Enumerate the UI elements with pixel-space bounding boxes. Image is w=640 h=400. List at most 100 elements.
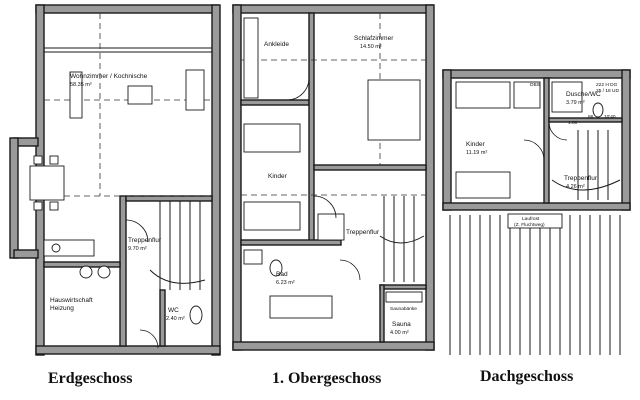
attic-desk [513,81,541,109]
attic-top-note: 222 H DG 25 / 18 UD [596,82,619,94]
upper-wall-ankleide [240,99,310,106]
attic-eaves-label: Laufrost (Z. Fluchtweg) [514,216,545,228]
attic-bed-1 [455,81,511,109]
ground-utility-label-line2: Heizung [50,305,74,312]
attic-eaves-label-line2: (Z. Fluchtweg) [514,222,545,228]
attic-bed-2 [455,171,511,199]
ground-bay-side [9,137,19,259]
upper-stair [379,196,425,282]
ground-dining-table [29,165,65,201]
ground-living-label: Wohnzimmer / Kochnische [70,73,148,80]
attic-eaves-label-line1: Laufrost [522,216,540,222]
attic-shower-label: Dusche/WC [566,91,601,98]
upper-door-3 [339,259,361,281]
upper-bed-master [367,79,421,141]
attic-stair-area: 4.26 m² [566,184,585,190]
upper-sauna-bench-label: Saunabänke [390,306,417,312]
ground-washer [79,265,93,279]
attic-wall-shower [548,117,623,123]
upper-bedroom-label: Schlafzimmer [354,35,394,42]
upper-toilet [269,259,283,277]
attic-wall-right [621,69,631,211]
attic-door-1 [523,139,545,161]
ground-bay-lower [13,249,39,259]
upper-wall-right [425,4,435,351]
attic-shower-area: 3.79 m² [566,100,585,106]
ground-wc-label: WC [168,307,179,314]
attic-toilet [592,102,604,118]
attic-roof-slats [449,215,621,355]
upper-kids-label: Kinder [268,173,288,180]
attic-floor-plan: DBS 222 H DG 25 / 18 UD 86 10'40 1.80 Ki… [442,69,631,355]
ground-door-2 [139,329,159,349]
ground-sink [51,243,61,253]
ground-sofa-1 [69,71,83,119]
upper-sauna-label: Sauna [392,321,411,328]
attic-eaves-box [507,213,563,229]
upper-wardrobe [243,17,259,99]
ground-door-1 [125,219,149,243]
ground-stair-label: Treppenflur [128,237,162,244]
upper-bath-label: Bad [276,271,288,278]
ground-chair-1 [33,155,43,165]
ground-sofa-2 [185,69,205,111]
ground-living-area: 58.35 m² [70,82,92,88]
upper-dressing-label: Ankleide [264,41,289,48]
upper-wall-top [232,4,434,14]
caption-ground-floor: Erdgeschoss [48,370,133,387]
attic-wall-top [442,69,631,79]
ground-chair-4 [49,201,59,211]
attic-eaves-sign: DBS [530,82,540,88]
upper-wall-left [232,4,242,351]
ground-armchair [127,85,153,105]
upper-wall-bottom [232,341,435,351]
upper-washbasin [243,249,263,265]
ground-wall-bottom [35,345,221,355]
upper-wall-mid-v [308,12,315,244]
ground-wall-interior-3 [125,195,213,202]
attic-kids-area: 11.19 m² [466,150,487,156]
upper-bath-area: 6.23 m² [276,280,295,286]
attic-shower-tray [551,81,583,113]
attic-wall-bottom [442,202,631,211]
ground-wall-top [35,4,219,14]
ground-wc-area: 2.40 m² [166,316,185,322]
upper-wall-kinder-bad [240,239,342,246]
ground-wall-right [211,4,221,356]
ground-kitchen-counter [43,239,95,257]
ground-utility-label-line1: Hauswirtschaft [50,297,93,304]
upper-bed-kids-2 [243,201,301,231]
upper-bedroom-area: 14.50 m² [360,44,382,50]
upper-shower [317,213,345,241]
upper-sauna-area: 4.00 m² [390,330,409,336]
upper-door-1 [286,77,310,101]
caption-upper-floor: 1. Obergeschoss [272,370,382,387]
ground-terrace [43,47,213,53]
attic-stair [551,130,621,200]
upper-wall-bedroom [313,164,427,171]
ground-utility-label: Hauswirtschaft Heizung [50,297,94,312]
ground-wall-interior-4 [159,289,166,347]
attic-door-2 [548,121,568,141]
ground-chair-2 [49,155,59,165]
upper-wall-sauna-v [379,284,385,343]
attic-top-note-line1: 222 H DG [596,82,618,88]
attic-dim-1: 86 [588,114,594,120]
upper-sauna-bench [385,291,423,303]
ground-toilet [189,305,203,325]
ground-chair-3 [33,201,43,211]
attic-stair-label: Treppenflur [564,175,598,182]
ground-stair [149,201,206,290]
ground-dryer [97,265,111,279]
ground-floor-plan: Wohnzimmer / Kochnische 58.35 m² Treppen… [9,4,221,356]
ground-wall-interior-2 [43,261,121,268]
upper-floor-plan: Ankleide Schlafzimmer 14.50 m² Kinder Tr… [232,4,435,351]
attic-kids-label: Kinder [466,141,486,148]
attic-dim-3: 1.80 [568,120,578,126]
attic-wall-left [442,69,452,211]
upper-wall-sauna [379,284,427,290]
caption-attic-floor: Dachgeschoss [480,368,574,385]
upper-door-2 [313,195,337,219]
upper-bed-kids-1 [243,123,301,153]
